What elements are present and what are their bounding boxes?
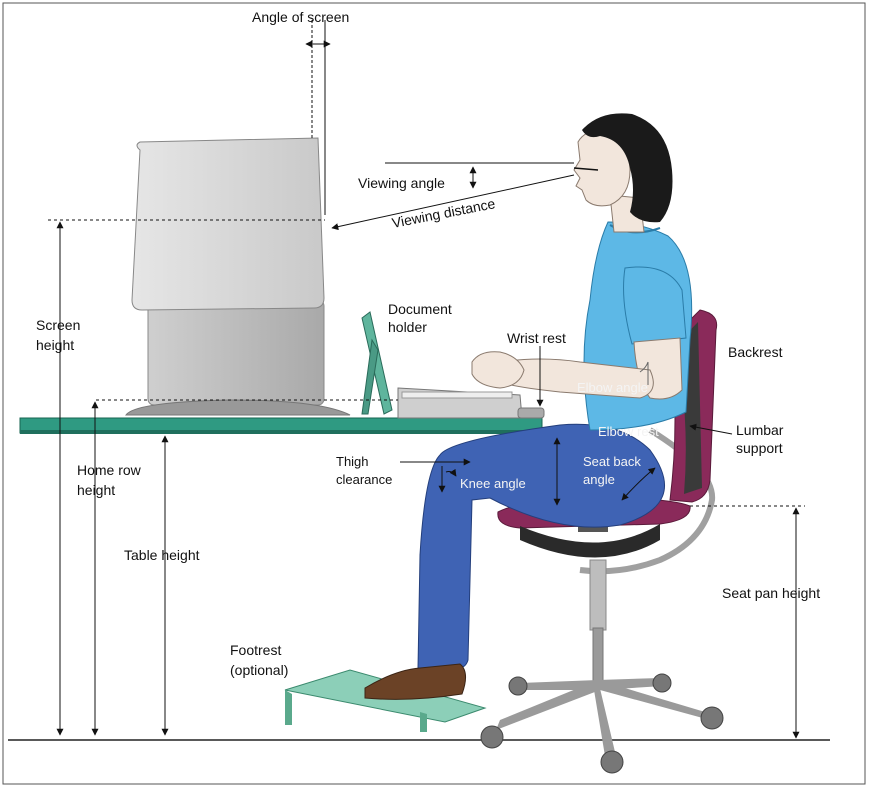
document-holder-board [361, 311, 393, 415]
monitor-screen [131, 137, 325, 311]
label-thigh-clearance-line1: Thigh [336, 454, 369, 469]
chair-leg-4 [598, 678, 663, 690]
elbow-angle-arc [639, 361, 649, 373]
viewing-distance-arrow [331, 174, 575, 231]
chair-caster-1 [480, 725, 504, 749]
person-sleeve [623, 266, 687, 345]
monitor-stand [147, 299, 325, 406]
footrest-leg-front [285, 690, 292, 725]
chair-leg-3 [518, 680, 600, 690]
label-backrest: Backrest [728, 344, 783, 360]
person-hand [471, 351, 525, 389]
label-viewing-angle: Viewing angle [358, 175, 445, 191]
chair-caster-5 [600, 750, 624, 774]
chair-cylinder-upper [589, 559, 607, 631]
label-footrest-line1: Footrest [230, 642, 281, 658]
person [364, 113, 693, 700]
document-holder [361, 311, 393, 415]
lumbar-support-pointer [689, 423, 733, 435]
person-hair [582, 113, 673, 223]
keyboard-keys [401, 391, 513, 399]
keyboard [397, 387, 545, 419]
label-seat-back-angle-line2: angle [583, 472, 615, 487]
label-document-holder-line2: holder [388, 319, 427, 335]
monitor [125, 137, 351, 416]
label-document-holder-line1: Document [388, 301, 452, 317]
chair-caster-4 [652, 673, 672, 693]
chair-cylinder-lower [592, 627, 604, 684]
wrist-rest-pad [517, 407, 545, 419]
chair-seat-pan [520, 524, 660, 558]
knee-angle-arc [445, 468, 457, 477]
person-pants [417, 423, 666, 671]
desk-edge [20, 430, 542, 434]
chair-leg-2 [598, 680, 710, 720]
label-footrest-line2: (optional) [230, 662, 288, 678]
footrest-leg-back [420, 712, 427, 732]
document-holder-leg [361, 338, 379, 415]
person-forearm [497, 358, 654, 399]
label-lumbar-support-line1: Lumbar [736, 422, 784, 438]
label-home-row-height-line1: Home row [77, 462, 142, 478]
desk [19, 417, 543, 434]
chair-leg-1 [496, 680, 600, 730]
chair-caster-3 [508, 676, 528, 696]
chair-caster-2 [700, 706, 724, 730]
label-screen-height-line1: Screen [36, 317, 80, 333]
label-screen-height-line2: height [36, 337, 74, 353]
label-knee-angle: Knee angle [460, 476, 526, 491]
label-seat-pan-height: Seat pan height [722, 585, 820, 601]
person-glasses [573, 167, 599, 171]
label-elbow-angle: Elbow angle [577, 380, 648, 395]
label-table-height: Table height [124, 547, 200, 563]
label-lumbar-support-line2: support [736, 440, 783, 456]
label-thigh-clearance-line2: clearance [336, 472, 392, 487]
label-viewing-distance: Viewing distance [391, 195, 497, 231]
seat-back-angle-arc [621, 467, 656, 501]
label-seat-back-angle-line1: Seat back [583, 454, 641, 469]
label-wrist-rest: Wrist rest [507, 330, 566, 346]
label-home-row-height-line2: height [77, 482, 115, 498]
chair-leg-5 [594, 680, 615, 756]
label-elbow-rest: Elbow rest [598, 424, 659, 439]
person-shoe [364, 663, 466, 700]
label-angle-of-screen: Angle of screen [252, 9, 349, 25]
